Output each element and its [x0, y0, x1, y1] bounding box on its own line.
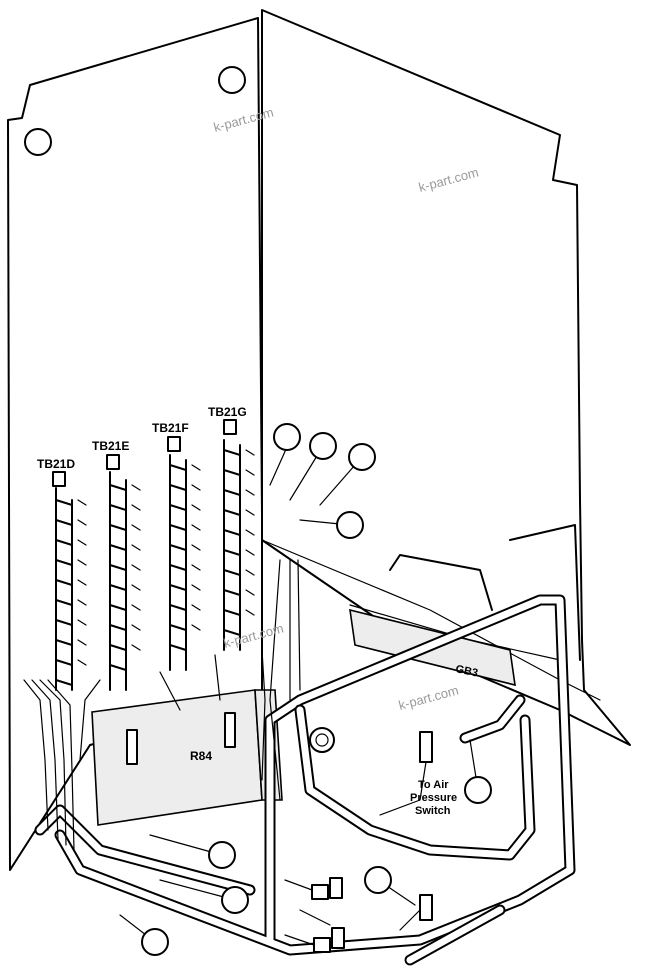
callout-3 [348, 443, 376, 471]
tb21g-label: TB21G [208, 405, 247, 419]
upper-wire-loop [389, 554, 493, 611]
air-pressure-label-1: To Air [418, 779, 449, 791]
connector-lower-3 [313, 937, 331, 953]
callout-8 [221, 886, 249, 914]
watermark-4: k-part.com [397, 683, 460, 713]
tb21f-label: TB21F [152, 421, 189, 435]
connector-lower-1 [311, 884, 329, 900]
connector-r84-left [126, 729, 138, 765]
callout-7 [208, 841, 236, 869]
callout-4 [336, 511, 364, 539]
tb21e-label: TB21E [92, 439, 129, 453]
grommet-ring [309, 727, 335, 753]
gb3-label: GB3 [454, 663, 479, 679]
r84-resistor [91, 689, 263, 826]
r84-label: R84 [190, 749, 212, 763]
connector-lower-2 [329, 877, 343, 899]
air-pressure-label-2: Pressure [410, 792, 457, 804]
terminal-block-tb21f: TB21F [152, 421, 201, 671]
right-vertical-wire [509, 524, 581, 661]
callout-2 [309, 432, 337, 460]
callout-1 [273, 423, 301, 451]
terminal-block-tb21g: TB21G [208, 405, 255, 651]
air-pressure-label-3: Switch [415, 805, 451, 817]
terminal-block-tb21d: TB21D [37, 457, 87, 691]
air-pressure-wire [379, 761, 427, 816]
tb21d-label: TB21D [37, 457, 75, 471]
callout-9 [141, 928, 169, 956]
callout-6 [364, 866, 392, 894]
wire-harness [34, 594, 576, 966]
connector-right [419, 894, 433, 921]
grommet-ring-inner [315, 733, 329, 747]
mounting-hole-left [24, 128, 52, 156]
connector-r84-right [224, 712, 236, 748]
callout-5 [464, 776, 492, 804]
terminal-wires [23, 559, 301, 851]
connector-lower-4 [331, 927, 345, 949]
callouts [119, 423, 492, 956]
terminal-block-tb21e: TB21E [92, 439, 141, 691]
lower-connector-wires [284, 879, 421, 946]
air-pressure-connector [419, 731, 433, 763]
mounting-hole-top [218, 66, 246, 94]
